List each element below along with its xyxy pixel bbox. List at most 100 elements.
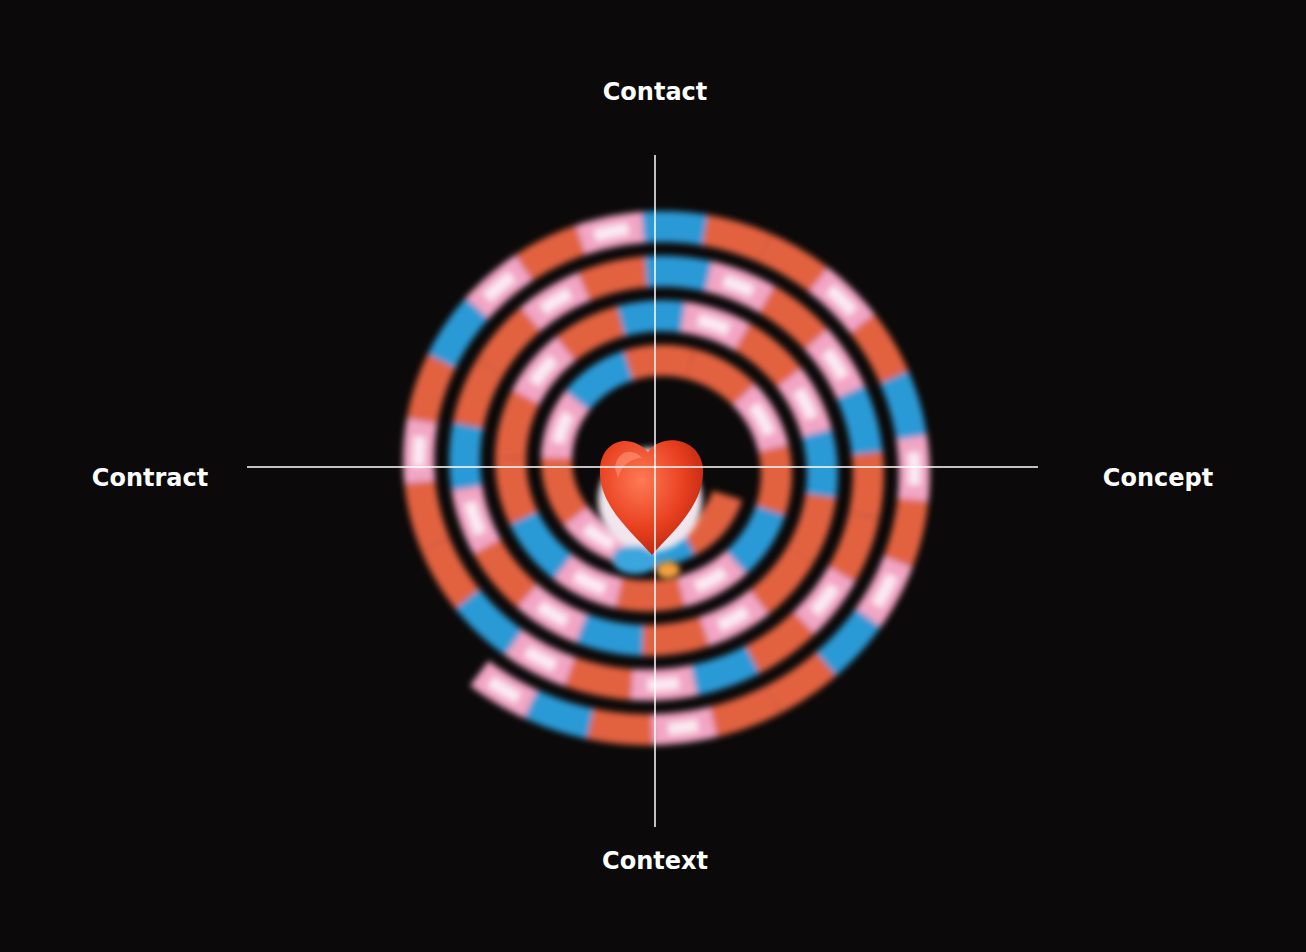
spiral-highlight [877,576,893,605]
spiral-segment [826,618,868,664]
spiral-segment [435,544,467,599]
spiral-segment [912,437,915,500]
spiral-segment [789,378,817,434]
spiral-segment [531,704,590,724]
spiral-segment [465,425,468,488]
spiral-segment [759,555,800,602]
axis-label: Contact [603,78,708,106]
spiral-segment [632,680,695,685]
spiral-segment [490,319,531,367]
spiral-highlight [830,289,853,312]
spiral-segment [584,272,646,287]
spiral-segment [770,449,776,511]
spiral-segment [619,592,681,596]
spiral-highlight [558,414,568,443]
spiral-segment [744,395,774,449]
spiral-segment [800,496,821,555]
spiral-segment [566,321,621,349]
spiral-segment [652,722,713,730]
spiral-segment [742,337,789,377]
spiral-segment [581,628,643,640]
spiral-segment [868,562,898,618]
spiral-highlight [719,611,747,626]
spiral-segment [817,433,822,496]
spiral-highlight [595,229,629,236]
axis-label: Concept [1103,464,1213,492]
spiral-segment [524,240,581,268]
spiral-highlight [698,320,728,330]
spiral-segment [467,599,513,643]
spiral-segment [694,660,752,681]
spiral-highlight [798,391,812,418]
spiral-segment [818,280,862,324]
spiral-segment [690,364,743,395]
spiral-segment [714,699,774,721]
spiral-segment [487,546,527,595]
spiral-highlight [527,651,555,666]
spiral-segment [708,276,767,299]
spiral-segment [527,596,581,628]
spiral-highlight [647,683,678,685]
spiral-highlight [543,293,570,309]
spiral-segment [514,642,570,671]
spiral-segment [704,602,759,631]
spiral-segment [442,308,477,361]
spiral-segment [420,482,435,544]
spiral-segment [422,361,441,420]
spiral-segment [898,500,913,562]
spiral-highlight [827,352,844,378]
axis-label: Context [602,847,708,875]
spiral-segment [581,227,644,240]
spiral-segment [683,317,743,337]
spiral-segment [468,368,490,426]
spiral-segment [681,562,736,591]
spiral-highlight [540,606,566,622]
spiral-segment [705,230,765,248]
spiral-highlight [907,452,920,485]
spiral-highlight [754,406,770,434]
spiral-highlight [490,681,518,698]
spiral-segment [851,392,867,453]
spiral-segment [862,324,894,378]
vertical-axis [654,155,656,827]
spiral-segment [643,631,704,640]
spiral-highlight [470,502,481,533]
spiral-segment [765,248,819,280]
spiral-segment [842,515,864,574]
spiral-highlight [487,276,512,298]
spiral-segment [570,672,632,685]
spiral-segment [557,401,578,459]
spiral-segment [419,421,423,483]
spiral-highlight [534,360,554,384]
axis-label: Contract [92,464,208,492]
spiral-segment [511,397,526,457]
spiral-segment [467,488,487,547]
horizontal-axis [247,466,1038,468]
spiral-highlight [575,575,604,589]
spiral-highlight [724,281,752,292]
spiral-segment [577,366,628,401]
spiral-segment [894,377,911,437]
spiral-segment [736,511,770,563]
spiral-segment [767,299,816,339]
spiral-segment [590,724,652,730]
spiral-segment [816,339,851,392]
spiral-segment [524,518,563,567]
spiral-highlight [668,725,697,729]
spiral-highlight [419,437,420,467]
spiral-segment [477,268,524,309]
spiral-segment [753,623,804,660]
heart [600,440,703,555]
spiral-segment [479,673,530,704]
heart-highlight [615,452,642,478]
spiral-segment [864,453,868,515]
spiral-segment [774,664,826,699]
spiral-segment [804,574,842,623]
spiral-highlight [814,587,834,612]
spiral-segment [563,567,619,593]
spiral-segment [621,316,683,321]
spiral-segment [526,349,566,397]
spiral-segment [643,227,705,231]
spiral [419,227,915,730]
